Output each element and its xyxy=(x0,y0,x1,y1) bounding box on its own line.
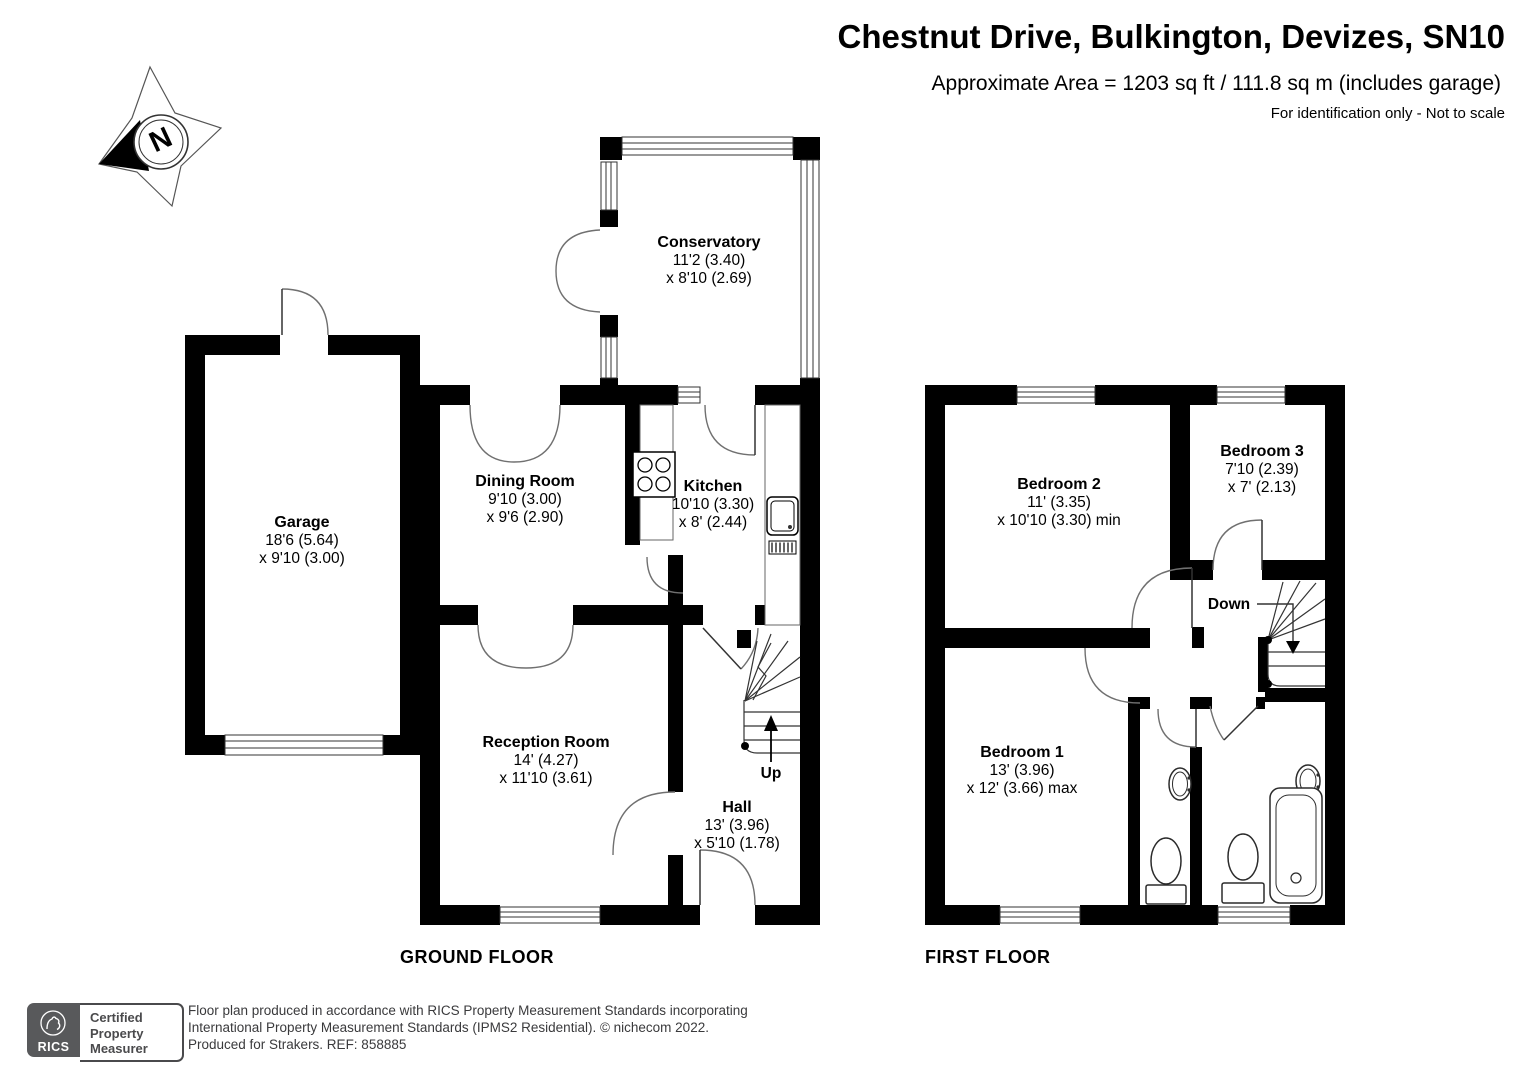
room-dim: x 9'6 (2.90) xyxy=(486,509,564,526)
room-name: Bedroom 1 xyxy=(980,744,1064,761)
garage-door xyxy=(224,734,384,756)
badge-line: Property xyxy=(90,1025,144,1041)
ground-floor-label: GROUND FLOOR xyxy=(400,947,554,967)
ensuite-sink-icon xyxy=(1168,767,1192,801)
room-dim: 9'10 (3.00) xyxy=(488,491,562,508)
page-title: Chestnut Drive, Bulkington, Devizes, SN1… xyxy=(837,18,1505,55)
bathroom-toilet-icon xyxy=(1221,833,1265,904)
area-line: Approximate Area = 1203 sq ft / 111.8 sq… xyxy=(931,72,1501,95)
room-dim: 13' (3.96) xyxy=(989,762,1055,779)
room-name: Garage xyxy=(274,514,330,531)
room-label-kitchen: Kitchen 10'10 (3.30) x 8' (2.44) xyxy=(672,478,754,532)
room-dim: x 8' (2.44) xyxy=(678,514,748,531)
footer-line-2: International Property Measurement Stand… xyxy=(188,1020,709,1035)
certified-property-measurer-box: Certified Property Measurer xyxy=(80,1003,184,1062)
room-label-hall: Hall 13' (3.96) x 5'10 (1.78) xyxy=(694,799,780,853)
room-dim: x 5'10 (1.78) xyxy=(694,835,780,852)
ground-floor-plan xyxy=(185,136,820,925)
room-label-garage: Garage 18'6 (5.64) x 9'10 (3.00) xyxy=(259,514,345,568)
room-name: Dining Room xyxy=(475,473,575,490)
rics-lion-icon xyxy=(40,1010,66,1036)
room-label-conservatory: Conservatory 11'2 (3.40) x 8'10 (2.69) xyxy=(657,234,760,288)
first-floor-label: FIRST FLOOR xyxy=(925,947,1051,967)
room-name: Bedroom 2 xyxy=(1017,476,1101,493)
stairs-up-label: Up xyxy=(760,765,782,782)
hob-icon xyxy=(632,451,676,498)
room-name: Hall xyxy=(722,799,752,816)
room-label-dining-room: Dining Room 9'10 (3.00) x 9'6 (2.90) xyxy=(475,473,575,527)
scale-note: For identification only - Not to scale xyxy=(1270,105,1505,122)
room-label-bedroom-2: Bedroom 2 11' (3.35) x 10'10 (3.30) min xyxy=(997,476,1121,530)
room-name: Reception Room xyxy=(482,734,610,751)
first-floor-walls xyxy=(925,385,1345,925)
room-dim: 10'10 (3.30) xyxy=(671,496,755,513)
rics-wordmark: RICS xyxy=(37,1040,70,1054)
room-label-reception-room: Reception Room 14' (4.27) x 11'10 (3.61) xyxy=(482,734,609,788)
room-label-bedroom-3: Bedroom 3 7'10 (2.39) x 7' (2.13) xyxy=(1220,443,1304,497)
garage-walls xyxy=(185,335,420,755)
bathtub-icon xyxy=(1269,787,1323,904)
room-dim: 11' (3.35) xyxy=(1027,494,1091,511)
room-name: Bedroom 3 xyxy=(1220,443,1304,460)
room-name: Kitchen xyxy=(683,478,743,495)
ground-floor-door-leaves xyxy=(281,289,756,905)
kitchen-sink-icon xyxy=(766,496,799,555)
room-dim: 7'10 (2.39) xyxy=(1225,461,1299,478)
stairs-down-label: Down xyxy=(1207,596,1251,613)
room-dim: 11'2 (3.40) xyxy=(672,252,746,269)
badge-line: Measurer xyxy=(90,1041,148,1056)
badge-line: Certified xyxy=(90,1010,143,1025)
footer-line-1: Floor plan produced in accordance with R… xyxy=(188,1003,748,1018)
room-dim: x 10'10 (3.30) min xyxy=(997,512,1121,529)
ground-floor-windows xyxy=(499,136,820,924)
room-dim: 18'6 (5.64) xyxy=(265,532,339,549)
rics-logo: RICS xyxy=(27,1003,80,1057)
first-floor-plan xyxy=(925,385,1345,925)
first-floor-door-leaves xyxy=(1191,520,1263,747)
stairs-down xyxy=(1264,580,1326,688)
room-dim: x 8'10 (2.69) xyxy=(666,270,752,287)
compass-icon xyxy=(97,65,223,208)
rics-certified-badge: RICS Certified Property Measurer xyxy=(27,1003,184,1062)
room-dim: x 11'10 (3.61) xyxy=(499,770,593,787)
room-name: Conservatory xyxy=(657,234,761,251)
first-floor-doors xyxy=(1084,519,1263,748)
room-dim: x 9'10 (3.00) xyxy=(259,550,345,567)
footer-line-3: Produced for Strakers. REF: 858885 xyxy=(188,1037,407,1052)
room-dim: x 12' (3.66) max xyxy=(966,780,1078,797)
room-dim: 14' (4.27) xyxy=(513,752,579,769)
ground-floor-doors xyxy=(281,229,759,906)
first-floor-windows xyxy=(999,386,1291,924)
stairs-down-arrow xyxy=(1257,603,1300,654)
ensuite-toilet-icon xyxy=(1145,837,1187,905)
room-dim: 13' (3.96) xyxy=(704,817,770,834)
room-dim: x 7' (2.13) xyxy=(1227,479,1297,496)
room-label-bedroom-1: Bedroom 1 13' (3.96) x 12' (3.66) max xyxy=(967,744,1078,798)
conservatory-walls xyxy=(600,137,820,405)
stairs-up-arrow xyxy=(764,715,778,762)
